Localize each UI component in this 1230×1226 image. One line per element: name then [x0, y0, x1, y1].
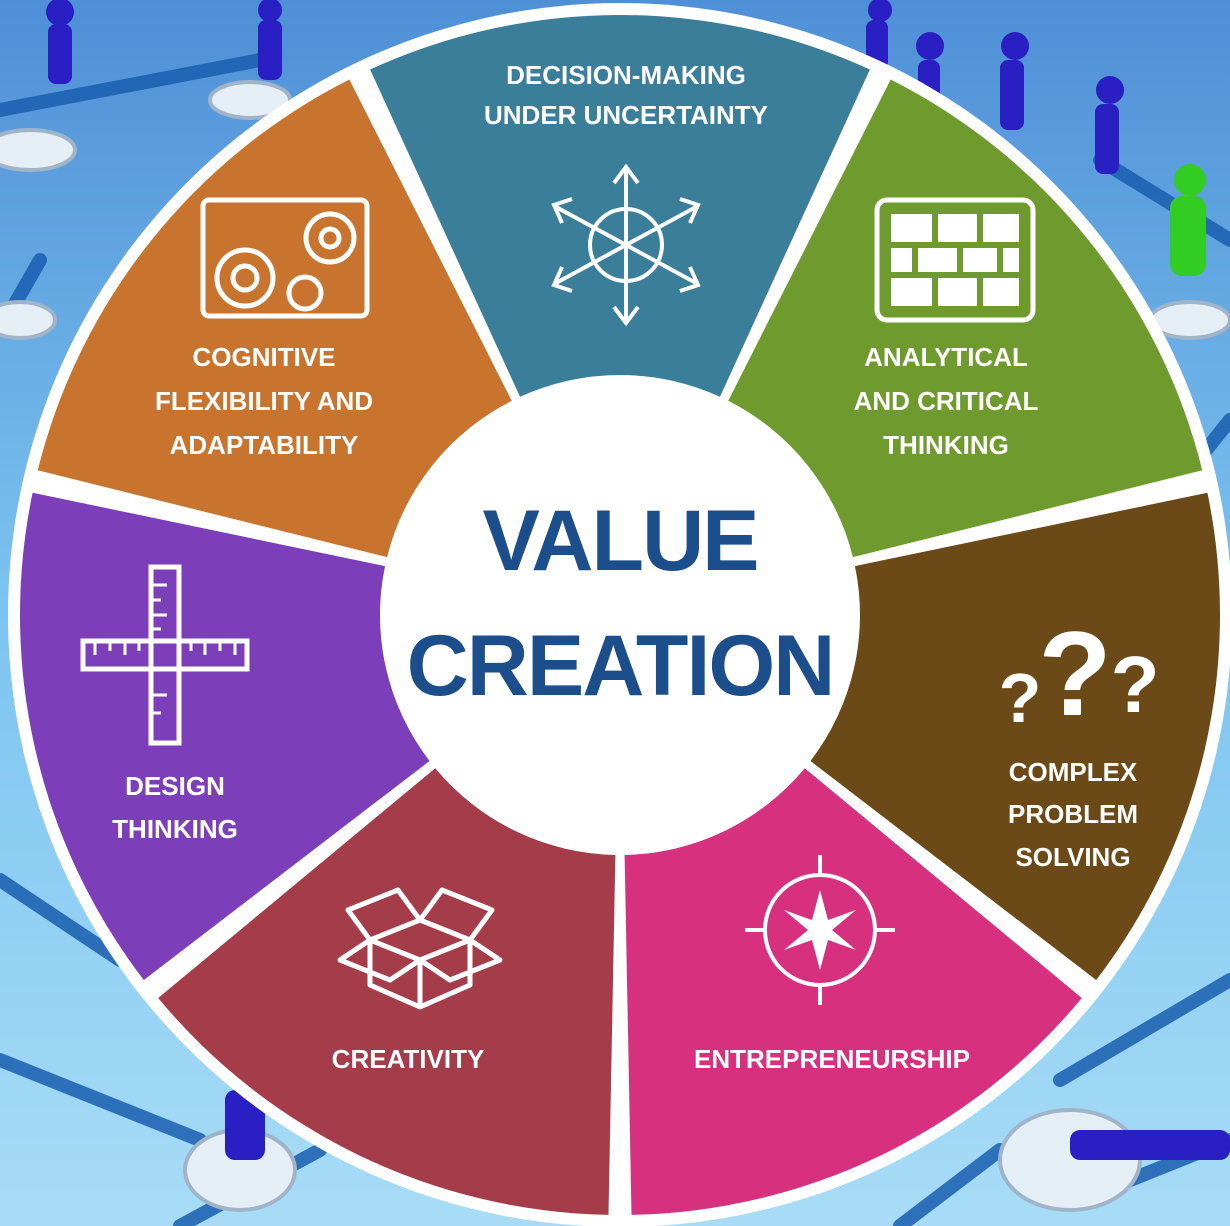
analytical-label-line3: THINKING — [883, 430, 1009, 460]
analytical-label-line1: ANALYTICAL — [864, 342, 1028, 372]
label-complex: COMPLEX PROBLEM SOLVING — [1008, 757, 1138, 872]
center-title-line2: CREATION — [407, 618, 834, 714]
segment-design — [19, 492, 430, 981]
decision-label-line2: UNDER UNCERTAINTY — [484, 100, 768, 130]
label-decision: DECISION-MAKING UNDER UNCERTAINTY — [484, 60, 768, 130]
grid-table-icon — [874, 197, 1036, 323]
arrows-compass-icon — [551, 163, 701, 327]
open-box-icon — [337, 887, 503, 1010]
creativity-label: CREATIVITY — [332, 1044, 485, 1074]
svg-text:?: ? — [1111, 640, 1160, 729]
green-figure — [1170, 164, 1206, 276]
segment-entrepreneurship — [624, 768, 1082, 1215]
design-label-line1: DESIGN — [125, 771, 225, 801]
svg-text:?: ? — [999, 659, 1042, 737]
center-circle — [388, 383, 852, 847]
label-analytical: ANALYTICAL AND CRITICAL THINKING — [854, 342, 1039, 460]
label-entrepreneurship: ENTREPRENEURSHIP — [694, 1044, 970, 1074]
design-label-line2: THINKING — [112, 814, 238, 844]
cognitive-label-line2: FLEXIBILITY AND — [155, 386, 373, 416]
svg-text:?: ? — [1038, 607, 1111, 741]
label-creativity: CREATIVITY — [332, 1044, 485, 1074]
decision-label-line1: DECISION-MAKING — [506, 60, 746, 90]
analytical-label-line2: AND CRITICAL — [854, 386, 1039, 416]
complex-label-line3: SOLVING — [1015, 842, 1130, 872]
complex-label-line1: COMPLEX — [1009, 757, 1138, 787]
cognitive-label-line1: COGNITIVE — [192, 342, 335, 372]
label-design: DESIGN THINKING — [112, 771, 238, 844]
gears-icon — [200, 197, 370, 319]
label-cognitive: COGNITIVE FLEXIBILITY AND ADAPTABILITY — [155, 342, 373, 460]
network-nodes — [0, 80, 1230, 1212]
center-title-line1: VALUE — [482, 493, 757, 589]
entrepreneurship-label: ENTREPRENEURSHIP — [694, 1044, 970, 1074]
cognitive-label-line3: ADAPTABILITY — [170, 430, 359, 460]
question-marks-icon: ? ? ? — [999, 607, 1160, 741]
compass-star-icon — [745, 855, 895, 1005]
segment-decision — [370, 15, 870, 397]
complex-label-line2: PROBLEM — [1008, 799, 1138, 829]
segment-complex — [810, 492, 1220, 981]
people-figures — [46, 0, 1230, 1160]
ruler-cross-icon — [80, 564, 250, 746]
